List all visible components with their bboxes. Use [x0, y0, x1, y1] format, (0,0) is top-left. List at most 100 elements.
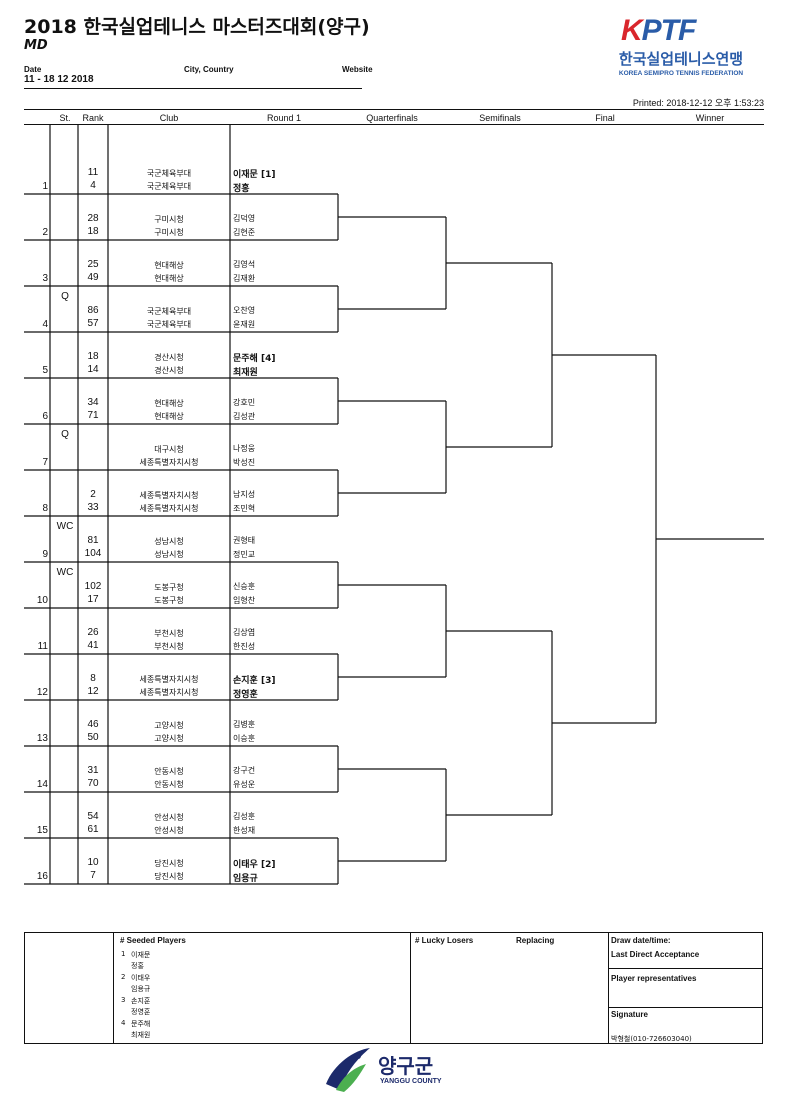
signature-label: Signature: [611, 1010, 648, 1019]
table-header-rule: [24, 124, 764, 125]
player-rank: 71: [87, 410, 99, 421]
player-rank: 2: [90, 489, 96, 500]
player-name: 임용규: [233, 874, 258, 884]
player-name: 오찬영: [233, 306, 256, 315]
col-header-st: St.: [59, 113, 71, 123]
club-name: 국군체육부대: [146, 182, 192, 191]
draw-position: 12: [36, 687, 48, 698]
club-name: 당진시청: [154, 872, 184, 881]
player-rank: 34: [87, 397, 99, 408]
draw-position: 6: [42, 411, 48, 422]
player-rank: 61: [87, 824, 99, 835]
club-name: 국군체육부대: [146, 320, 192, 329]
draw-position: 3: [42, 273, 48, 284]
player-name: 강구건: [233, 766, 256, 775]
draw-position: 2: [42, 227, 48, 238]
player-name: 박성진: [233, 458, 256, 467]
player-rank: 41: [87, 640, 99, 651]
seeded-player-name: 정홍: [131, 962, 144, 970]
city-label: City, Country: [184, 65, 234, 74]
club-name: 성남시청: [154, 537, 184, 546]
seeded-player-name: 이재문: [131, 951, 151, 959]
seed-number: 1: [121, 950, 126, 958]
club-name: 부천시청: [154, 642, 184, 651]
player-name: 신승훈: [233, 582, 256, 591]
player-name: 임형찬: [233, 596, 256, 605]
player-name: 권형태: [233, 536, 256, 545]
draw-bracket: [24, 125, 764, 885]
entry-status: Q: [61, 429, 69, 440]
club-name: 안성시청: [154, 813, 184, 822]
federation-name-korean: 한국실업테니스연맹: [618, 50, 744, 68]
player-name: 한성재: [233, 826, 256, 835]
club-name: 현대해상: [154, 399, 184, 408]
club-name: 현대해상: [154, 261, 184, 270]
club-name: 안동시청: [154, 780, 184, 789]
player-rank: 7: [90, 870, 96, 881]
player-name: 김영석: [233, 260, 256, 269]
player-name: 정홍: [233, 184, 250, 194]
date-value: 11 - 18 12 2018: [24, 74, 94, 85]
printed-timestamp: Printed: 2018-12-12 오후 1:53:23: [632, 98, 764, 108]
draw-position: 10: [36, 595, 48, 606]
draw-type: MD: [24, 38, 48, 53]
player-name: 김성훈: [233, 812, 256, 821]
club-name: 구미시청: [154, 228, 184, 237]
club-name: 경산시청: [154, 366, 184, 375]
club-name: 경산시청: [154, 353, 184, 362]
yanggu-emblem-icon: [326, 1048, 370, 1092]
draw-position: 11: [37, 641, 48, 652]
club-name: 세종특별자치시청: [139, 688, 199, 697]
player-name: 윤재원: [233, 320, 256, 329]
draw-position: 4: [42, 319, 48, 330]
seeded-players-header: # Seeded Players: [120, 936, 186, 945]
player-rank: 33: [87, 502, 99, 513]
player-rank: 18: [87, 351, 99, 362]
player-rank: 57: [87, 318, 99, 329]
replacing-header: Replacing: [516, 936, 555, 945]
club-name: 세종특별자치시청: [139, 504, 199, 513]
club-name: 구미시청: [154, 215, 184, 224]
player-rank: 104: [84, 548, 102, 559]
player-rank: 81: [87, 535, 99, 546]
draw-position: 5: [42, 365, 48, 376]
player-name: 정영훈: [233, 690, 258, 700]
player-name: 나정웅: [233, 444, 256, 453]
col-header-semifinals: Semifinals: [479, 113, 521, 123]
club-name: 당진시청: [154, 859, 184, 868]
player-name: 김재환: [233, 274, 256, 283]
draw-position: 13: [36, 733, 48, 744]
club-name: 대구시청: [154, 445, 184, 454]
player-name: 이태우 [2]: [233, 860, 276, 870]
kptf-logo: KPTF 한국실업테니스연맹 KOREA SEMIPRO TENNIS FEDE…: [596, 14, 766, 84]
player-rank: 18: [87, 226, 99, 237]
player-rank: 12: [87, 686, 99, 697]
club-name: 도봉구청: [154, 583, 184, 592]
player-name: 손지훈 [3]: [233, 676, 276, 686]
draw-position: 14: [36, 779, 48, 790]
draw-position: 8: [42, 503, 48, 514]
player-name: 김병훈: [233, 720, 256, 729]
entry-status: WC: [56, 521, 74, 532]
player-name: 남지성: [233, 490, 256, 499]
entry-status: Q: [61, 291, 69, 302]
player-rank: 4: [90, 180, 96, 191]
draw-position: 16: [36, 871, 48, 882]
player-name: 한진성: [233, 642, 256, 651]
player-rank: 31: [87, 765, 99, 776]
club-name: 현대해상: [154, 412, 184, 421]
player-rank: 86: [87, 305, 99, 316]
club-name: 성남시청: [154, 550, 184, 559]
signer-name: 박형철(010-726603040): [611, 1035, 692, 1043]
county-name-korean: 양구군: [378, 1054, 434, 1078]
player-rank: 70: [87, 778, 99, 789]
col-header-club: Club: [159, 113, 179, 123]
federation-name-english: KOREA SEMIPRO TENNIS FEDERATION: [618, 70, 744, 77]
club-name: 안동시청: [154, 767, 184, 776]
player-rank: 49: [87, 272, 99, 283]
col-header-final: Final: [595, 113, 615, 123]
seeded-player-name: 이태우: [131, 974, 151, 982]
club-name: 세종특별자치시청: [139, 675, 199, 684]
club-name: 국군체육부대: [146, 307, 192, 316]
player-name: 문주해 [4]: [233, 354, 276, 364]
